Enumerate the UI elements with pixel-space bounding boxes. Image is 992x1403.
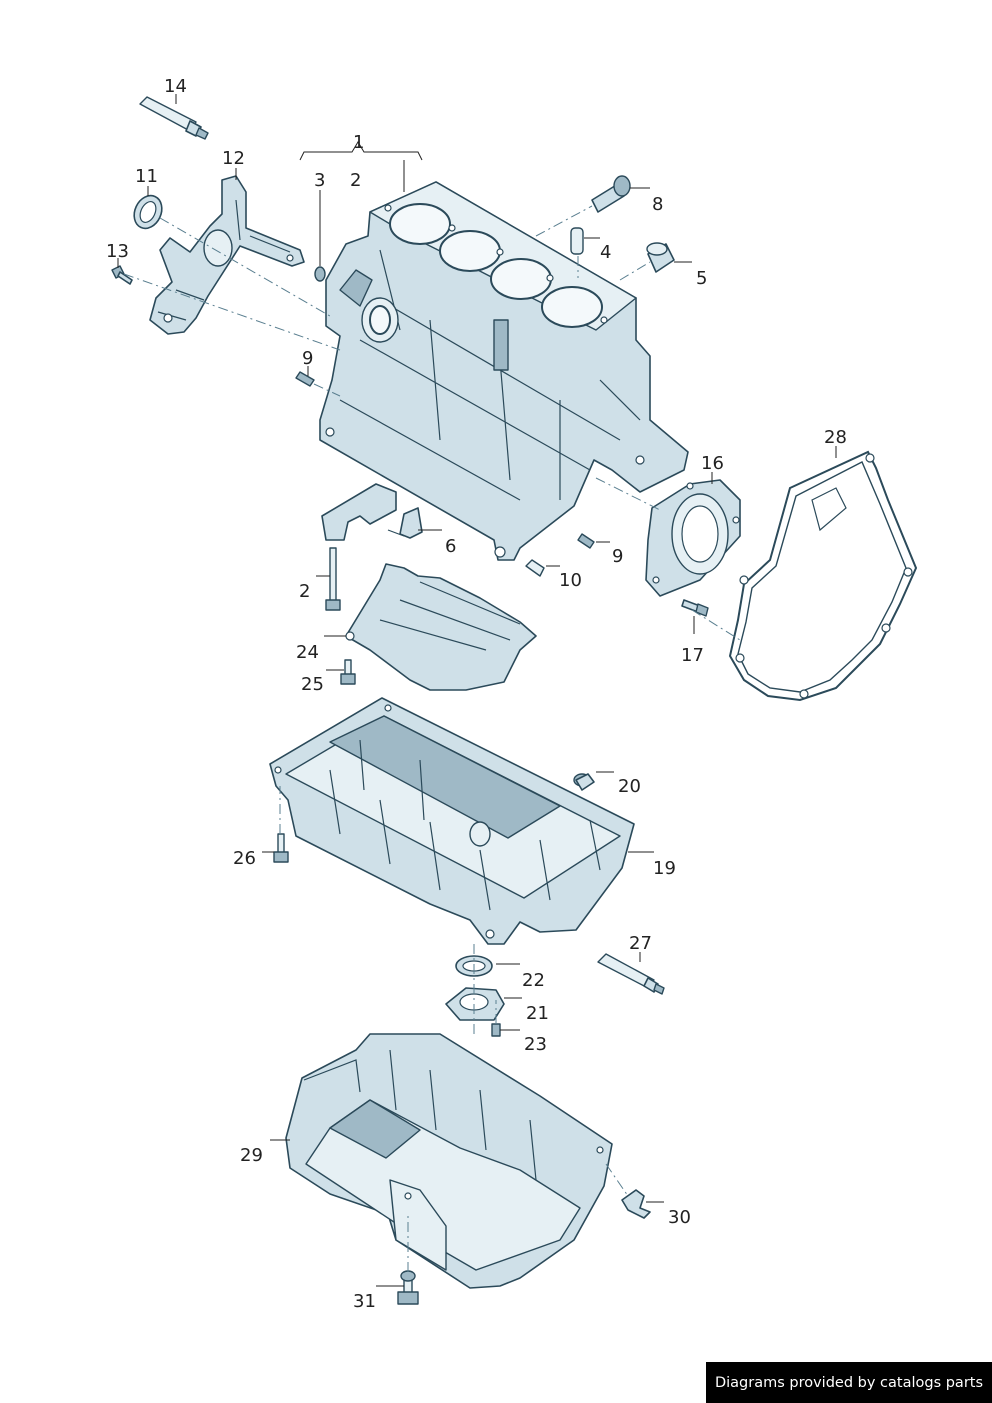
callout-23: 23 — [524, 1034, 547, 1055]
screw-part-25 — [340, 659, 356, 685]
leader-lines — [117, 94, 837, 1287]
cylinder-block-part-1 — [319, 181, 689, 561]
callout-5: 5 — [696, 268, 707, 289]
bolt-part-31 — [397, 1270, 419, 1305]
callout-8: 8 — [652, 194, 663, 215]
callout-1: 1 — [353, 132, 364, 153]
seal-ring-part-11 — [133, 194, 163, 230]
callout-11: 11 — [135, 166, 158, 187]
baffle-plate-part-24 — [345, 563, 537, 691]
dowel-pin-part-9-upper — [295, 371, 315, 387]
callout-2-bolt: 2 — [299, 581, 310, 602]
bearing-cap — [321, 483, 397, 541]
callout-19: 19 — [653, 858, 676, 879]
callout-4: 4 — [600, 242, 611, 263]
dowel-pin-part-9-lower — [577, 533, 595, 549]
bolt-part-26 — [273, 833, 289, 863]
callout-12: 12 — [222, 148, 245, 169]
bracket-clip-part-30 — [621, 1189, 651, 1219]
callout-14: 14 — [164, 76, 187, 97]
callout-28: 28 — [824, 427, 847, 448]
callout-27: 27 — [629, 933, 652, 954]
sealant-tube-part-27 — [597, 953, 665, 995]
assembly-guide-lines — [123, 205, 741, 1272]
oil-pan-lower-part-29 — [285, 1033, 613, 1289]
callout-9-upper: 9 — [302, 348, 313, 369]
bush-part-5 — [646, 242, 675, 273]
callout-21: 21 — [526, 1003, 549, 1024]
oil-pan-upper-part-19 — [269, 697, 635, 945]
callout-20: 20 — [618, 776, 641, 797]
flange-part-21 — [445, 987, 505, 1021]
callout-24: 24 — [296, 642, 319, 663]
callout-16: 16 — [701, 453, 724, 474]
drain-plug-part-20 — [573, 773, 595, 791]
flange-housing-part-12 — [149, 175, 305, 335]
callout-25: 25 — [301, 674, 324, 695]
callout-30: 30 — [668, 1207, 691, 1228]
callout-9-lower: 9 — [612, 546, 623, 567]
credit-footer: Diagrams provided by catalogs parts — [706, 1362, 992, 1403]
plug-part-3 — [314, 266, 326, 282]
bolt-part-13 — [111, 265, 133, 285]
callout-labels: 14 1 2 12 11 3 8 4 13 5 9 28 16 6 9 2 10… — [106, 76, 847, 1312]
screw-part-23 — [491, 1023, 501, 1037]
sleeve-part-10 — [525, 559, 545, 577]
callout-29: 29 — [240, 1145, 263, 1166]
callout-22: 22 — [522, 970, 545, 991]
bolt-part-2 — [325, 547, 341, 611]
seal-flange-part-16 — [645, 479, 741, 597]
bolt-part-8 — [591, 175, 631, 213]
gasket-part-28 — [728, 450, 918, 702]
sealant-tube-part-14 — [139, 96, 209, 140]
oil-spray-jet-part-6 — [387, 507, 423, 539]
callout-3: 3 — [314, 170, 325, 191]
callout-2-block: 2 — [350, 170, 361, 191]
callout-31: 31 — [353, 1291, 376, 1312]
bolt-part-17 — [681, 599, 709, 617]
callout-13: 13 — [106, 241, 129, 262]
callout-10: 10 — [559, 570, 582, 591]
callout-17: 17 — [681, 645, 704, 666]
dowel-sleeve-part-4 — [570, 227, 584, 255]
callout-6: 6 — [445, 536, 456, 557]
callout-26: 26 — [233, 848, 256, 869]
